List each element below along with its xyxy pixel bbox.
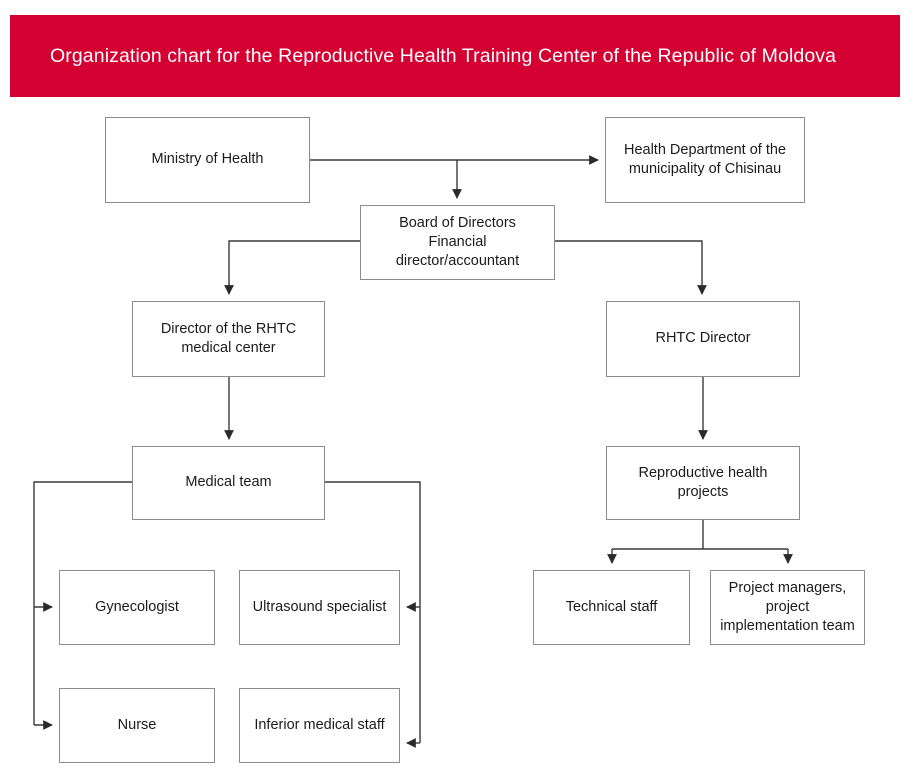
node-inferior-medical-staff[interactable]: Inferior medical staff [239,688,400,763]
node-label: Inferior medical staff [254,716,385,733]
page-title: Organization chart for the Reproductive … [50,44,837,67]
node-rhtc-director[interactable]: RHTC Director [606,301,800,377]
node-label: Project managers, project implementation… [720,579,855,635]
edge-board-to-rhtc-director [555,240,707,295]
node-medical-team[interactable]: Medical team [132,446,325,520]
node-ministry-of-health[interactable]: Ministry of Health [105,117,310,203]
node-label: Director of the RHTC medical center [160,320,297,356]
node-label: Board of Directors Financial director/ac… [395,214,520,270]
node-reproductive-health-projects[interactable]: Reproductive health projects [606,446,800,520]
node-label: Ultrasound specialist [252,598,387,615]
node-technical-staff[interactable]: Technical staff [533,570,690,645]
node-label: Reproductive health projects [638,464,768,500]
edge-projects-split [612,520,788,550]
node-board-of-directors[interactable]: Board of Directors Financial director/ac… [360,205,555,280]
node-project-managers[interactable]: Project managers, project implementation… [710,570,865,645]
node-ultrasound-specialist[interactable]: Ultrasound specialist [239,570,400,645]
node-label: Ministry of Health [151,151,264,168]
node-health-department[interactable]: Health Department of the municipality of… [605,117,805,203]
node-label: RHTC Director [655,330,751,347]
edge-board-to-medical-center-director [224,240,360,295]
node-label: Gynecologist [95,598,179,615]
node-gynecologist[interactable]: Gynecologist [59,570,215,645]
node-director-rhtc-medical-center[interactable]: Director of the RHTC medical center [132,301,325,377]
chart-title-banner: Organization chart for the Reproductive … [10,15,900,97]
node-label: Nurse [117,716,157,733]
node-label: Health Department of the municipality of… [623,141,786,177]
node-label: Medical team [185,474,272,491]
node-label: Technical staff [565,598,658,615]
node-nurse[interactable]: Nurse [59,688,215,763]
